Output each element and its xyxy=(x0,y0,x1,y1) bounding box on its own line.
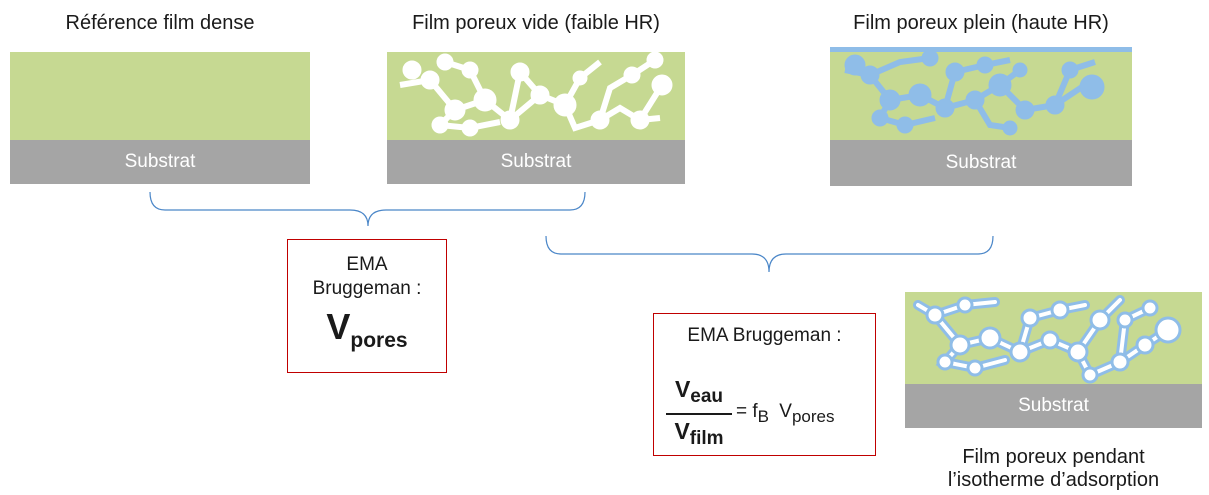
panel-dense-title: Référence film dense xyxy=(65,12,255,34)
box1-line2: Bruggeman : xyxy=(312,278,422,299)
box2-line1: EMA Bruggeman : xyxy=(687,325,842,346)
fraction-bar xyxy=(666,413,732,415)
equation-rhs: = fB Vpores xyxy=(736,401,835,427)
box1-v: V xyxy=(326,306,351,347)
f-sub: B xyxy=(757,407,769,426)
box2-formula: Veau Vfilm = fB Vpores xyxy=(666,376,835,452)
adsorption-pore-network xyxy=(913,295,1182,384)
panel-adsorption-title-line1: Film poreux pendant xyxy=(962,446,1145,468)
dense-film xyxy=(10,52,310,140)
fraction-denominator: Vfilm xyxy=(674,418,723,452)
ema-bruggeman-box-water: EMA Bruggeman : Veau Vfilm = fB Vpores xyxy=(653,313,876,456)
denominator-sub: film xyxy=(689,428,724,449)
panel-empty-title: Film poreux vide (faible HR) xyxy=(412,12,660,34)
box1-v-sub: pores xyxy=(350,329,408,352)
water-filled-pore-network xyxy=(844,49,1105,136)
empty-pore-network xyxy=(399,51,673,137)
denominator-v: V xyxy=(674,418,690,444)
bracket-right xyxy=(545,235,994,273)
numerator-v: V xyxy=(674,376,691,402)
fraction-numerator: Veau xyxy=(675,376,723,410)
bracket-left xyxy=(149,191,586,227)
full-substrate: Substrat xyxy=(830,140,1132,186)
panel-full-title: Film poreux plein (haute HR) xyxy=(853,12,1109,34)
fraction: Veau Vfilm xyxy=(666,376,732,452)
dense-substrate: Substrat xyxy=(10,140,310,184)
box1-line1: EMA xyxy=(346,254,388,275)
empty-substrate: Substrat xyxy=(387,140,685,184)
rhs-v: V xyxy=(779,401,792,422)
ema-bruggeman-box-pores: EMA Bruggeman : Vpores xyxy=(287,239,447,373)
panel-adsorption-title-line2: l’isotherme d’adsorption xyxy=(947,469,1160,491)
rhs-v-sub: pores xyxy=(791,407,835,426)
equals-f: = f xyxy=(736,401,758,422)
box1-formula: Vpores xyxy=(288,306,446,353)
full-water-layer xyxy=(830,47,1132,52)
numerator-sub: eau xyxy=(690,386,724,407)
adsorption-substrate: Substrat xyxy=(905,384,1202,428)
